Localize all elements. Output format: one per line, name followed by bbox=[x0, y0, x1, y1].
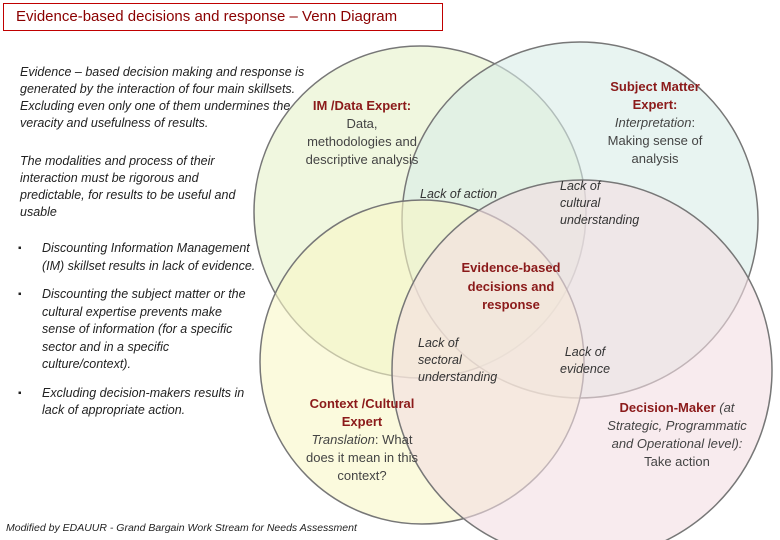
credit-line: Modified by EDAUUR - Grand Bargain Work … bbox=[6, 522, 357, 534]
overlap-lack-of-sectoral-understanding: Lack of sectoral understanding bbox=[418, 336, 498, 384]
bullet-item: ▪ Excluding decision-makers results in l… bbox=[18, 385, 245, 418]
diagram-title: Evidence-based decisions and response – … bbox=[3, 3, 443, 31]
bullet-item: ▪ Discounting the subject matter or the … bbox=[18, 287, 246, 371]
bullet-item: ▪ Discounting Information Management (IM… bbox=[18, 241, 256, 273]
bullet-square-icon: ▪ bbox=[18, 289, 22, 300]
intro-paragraph-1: Evidence – based decision making and res… bbox=[20, 65, 305, 130]
overlap-lack-of-cultural-understanding: Lack of cultural understanding bbox=[560, 179, 640, 227]
bullet-list: ▪ Discounting Information Management (IM… bbox=[18, 240, 258, 431]
center-evidence-based-response: Evidence-based decisions and response bbox=[461, 260, 561, 312]
context-cultural-expert-label: Context /Cultural Expert Translation: Wh… bbox=[305, 396, 418, 483]
subject-matter-expert-label: Subject Matter Expert: Interpretation: M… bbox=[607, 79, 703, 166]
bullet-square-icon: ▪ bbox=[18, 243, 22, 254]
circle-decision-maker bbox=[391, 179, 773, 540]
intro-paragraph-2: The modalities and process of their inte… bbox=[20, 154, 236, 219]
im-expert-label: IM /Data Expert: Data, methodologies and… bbox=[305, 98, 419, 167]
decision-maker-label: Decision-Maker (at Strategic, Programmat… bbox=[607, 400, 747, 469]
bullet-square-icon: ▪ bbox=[18, 387, 22, 399]
overlap-lack-of-evidence: Lack of evidence bbox=[560, 345, 611, 376]
overlap-lack-of-action: Lack of action bbox=[420, 187, 498, 201]
